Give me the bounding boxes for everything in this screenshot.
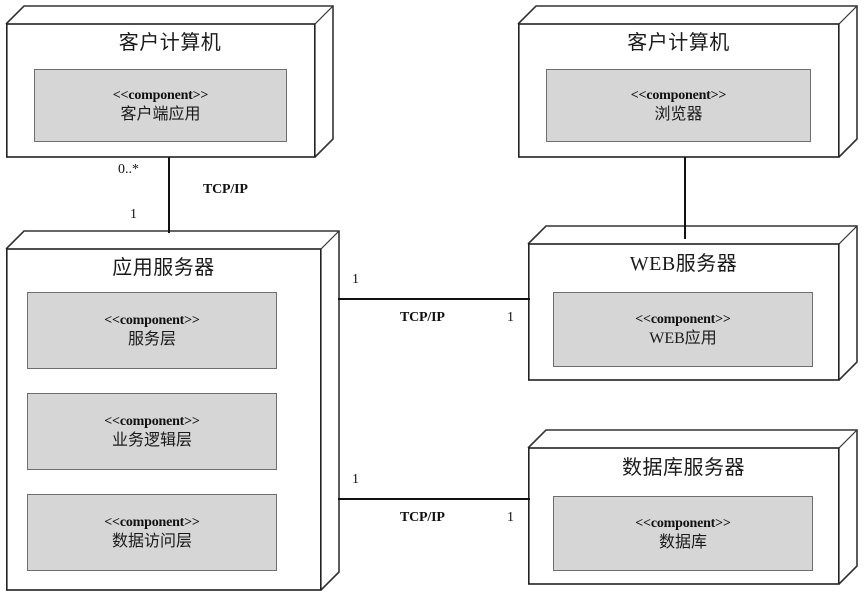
connector-protocol-label: TCP/IP: [400, 310, 445, 325]
component-box[interactable]: <<component>> WEB应用: [553, 292, 813, 367]
component-name: 数据库: [658, 533, 707, 551]
connector-source-multiplicity: 1: [352, 472, 359, 487]
connector-target-multiplicity: 1: [507, 310, 514, 325]
connector-target-multiplicity: 1: [507, 510, 514, 525]
component-name: 数据访问层: [111, 532, 192, 550]
node-web-server[interactable]: WEB服务器 <<component>> WEB应用: [527, 225, 858, 381]
component-stereotype: <<component>>: [104, 413, 200, 429]
component-box[interactable]: <<component>> 业务逻辑层: [27, 393, 277, 470]
node-client-computer-right[interactable]: 客户计算机 <<component>> 浏览器: [517, 5, 858, 158]
component-stereotype: <<component>>: [104, 312, 200, 328]
node-title: 应用服务器: [112, 257, 215, 279]
connector-protocol-label: TCP/IP: [203, 182, 248, 197]
component-stereotype: <<component>>: [635, 311, 731, 327]
component-stereotype: <<component>>: [104, 514, 200, 530]
connector-browser-to-webserver[interactable]: [684, 157, 686, 239]
connector-source-multiplicity: 0..*: [118, 162, 139, 177]
component-stereotype: <<component>>: [112, 87, 209, 103]
component-name: 浏览器: [654, 105, 703, 123]
connector-source-multiplicity: 1: [352, 272, 359, 287]
component-box[interactable]: <<component>> 数据库: [553, 496, 813, 571]
component-box[interactable]: <<component>> 服务层: [27, 292, 277, 369]
connector-appserver-to-webserver[interactable]: [338, 298, 530, 300]
node-database-server[interactable]: 数据库服务器 <<component>> 数据库: [527, 429, 858, 585]
component-box[interactable]: <<component>> 数据访问层: [27, 494, 277, 571]
node-title: 客户计算机: [627, 32, 730, 54]
component-name: WEB应用: [649, 329, 717, 347]
component-stereotype: <<component>>: [630, 87, 727, 103]
node-title: WEB服务器: [629, 253, 738, 275]
node-application-server[interactable]: 应用服务器 <<component>> 服务层 <<component>> 业务…: [5, 230, 340, 591]
component-stereotype: <<component>>: [635, 515, 731, 531]
component-name: 客户端应用: [120, 105, 201, 123]
component-box[interactable]: <<component>> 浏览器: [546, 69, 811, 142]
connector-protocol-label: TCP/IP: [400, 510, 445, 525]
connector-target-multiplicity: 1: [130, 207, 137, 222]
node-title: 客户计算机: [118, 32, 222, 54]
component-box[interactable]: <<component>> 客户端应用: [34, 69, 287, 142]
connector-appserver-to-database[interactable]: [338, 498, 530, 500]
node-title: 数据库服务器: [622, 457, 745, 479]
component-name: 服务层: [127, 330, 176, 348]
node-client-computer-left[interactable]: 客户计算机 <<component>> 客户端应用: [5, 5, 334, 158]
connector-client-to-appserver[interactable]: [168, 157, 170, 233]
component-name: 业务逻辑层: [111, 431, 192, 449]
